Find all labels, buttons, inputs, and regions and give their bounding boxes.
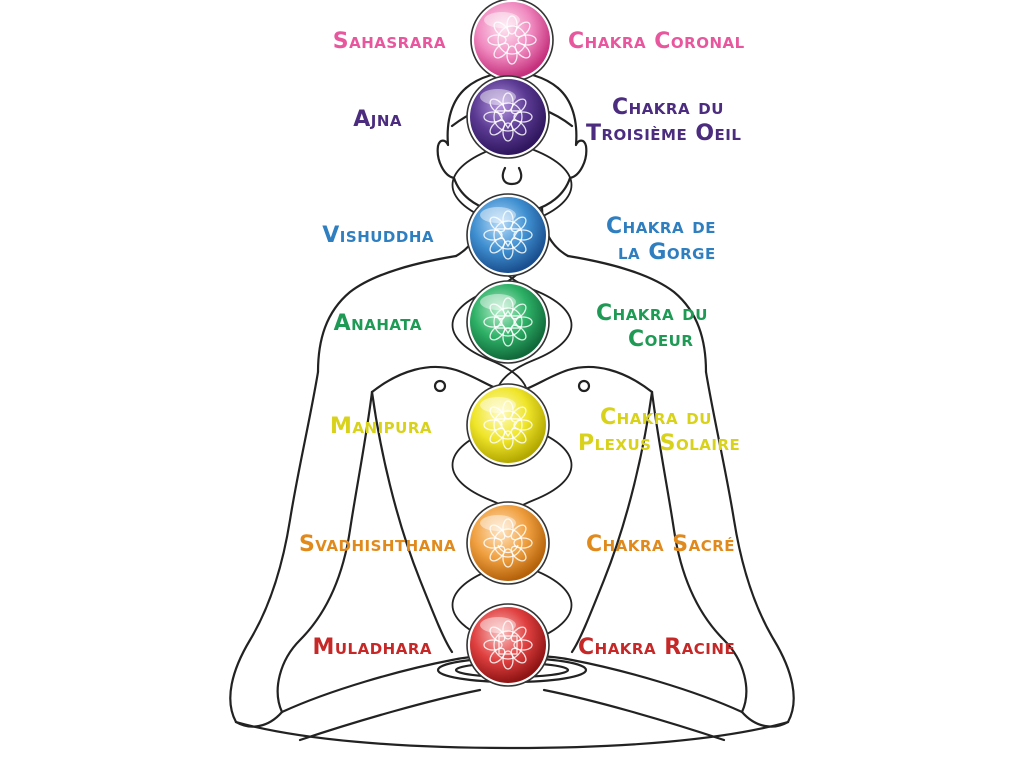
label-french-third-eye-line-2: Troisième Oeil — [586, 121, 742, 146]
label-sanskrit-solar-plexus: Manipura — [330, 414, 432, 439]
label-french-throat: Chakra de la Gorge — [606, 214, 716, 266]
label-french-crown-line-1: Chakra Coronal — [568, 29, 745, 54]
label-french-heart-line-2: Coeur — [628, 327, 694, 352]
label-french-heart: Chakra du Coeur — [596, 301, 708, 353]
label-french-root-line-1: Chakra Racine — [578, 635, 736, 660]
lotus-symbol-icon — [483, 210, 533, 260]
lotus-symbol-icon — [483, 620, 533, 670]
label-french-root: Chakra Racine — [578, 635, 735, 661]
label-sanskrit-third-eye: Ajna — [353, 107, 402, 132]
lotus-symbol-icon — [487, 15, 537, 65]
label-sanskrit-crown: Sahasrara — [332, 29, 446, 54]
chakra-sphere-root — [466, 603, 550, 687]
label-french-throat-line-2: la Gorge — [618, 240, 716, 265]
chakra-sphere-third-eye — [466, 75, 550, 159]
chakra-sphere-heart — [466, 280, 550, 364]
lotus-symbol-icon — [483, 92, 533, 142]
chakra-sphere-solar-plexus — [466, 383, 550, 467]
label-sanskrit-heart: Anahata — [333, 311, 422, 336]
chakra-sphere-throat — [466, 193, 550, 277]
label-french-third-eye-line-1: Chakra du — [612, 95, 724, 120]
label-sanskrit-root: Muladhara — [312, 635, 432, 660]
chakra-sphere-sacral — [466, 501, 550, 585]
label-french-solar-plexus-line-2: Plexus Solaire — [578, 431, 741, 456]
label-french-sacral-line-1: Chakra Sacré — [586, 532, 736, 557]
label-french-third-eye: Chakra du Troisième Oeil — [586, 95, 741, 147]
lotus-symbol-icon — [483, 518, 533, 568]
label-french-solar-plexus-line-1: Chakra du — [600, 405, 712, 430]
label-sanskrit-sacral: Svadhishthana — [298, 532, 456, 557]
label-french-solar-plexus: Chakra du Plexus Solaire — [578, 405, 740, 457]
lotus-symbol-icon — [483, 297, 533, 347]
label-french-crown: Chakra Coronal — [568, 29, 745, 55]
label-sanskrit-throat: Vishuddha — [322, 223, 434, 248]
chakra-sphere-crown — [470, 0, 554, 82]
lotus-symbol-icon — [483, 400, 533, 450]
label-french-sacral: Chakra Sacré — [586, 532, 735, 558]
label-french-heart-line-1: Chakra du — [596, 301, 708, 326]
label-french-throat-line-1: Chakra de — [606, 214, 716, 239]
